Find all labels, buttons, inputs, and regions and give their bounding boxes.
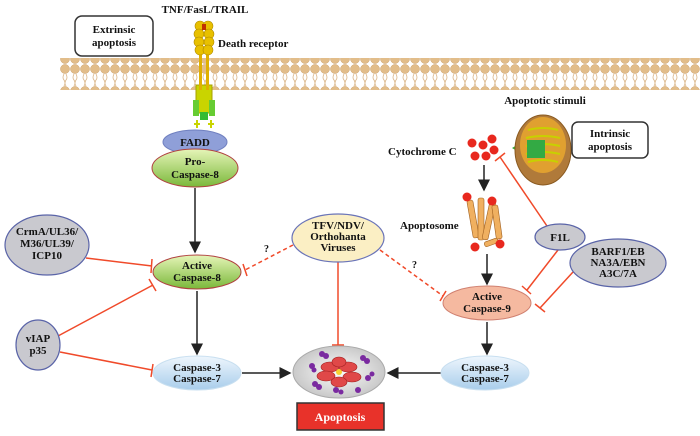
svg-text:Pro-Caspase-8: Pro-Caspase-8 xyxy=(171,156,219,181)
question-mark-2: ? xyxy=(412,260,417,271)
f1l-node xyxy=(534,223,586,251)
caspase37-left-node xyxy=(152,355,242,391)
active-caspase8-label-1: Active xyxy=(182,260,212,272)
death-receptor-label: Death receptor xyxy=(218,38,288,50)
caspase37-left-label-2: Caspase-7 xyxy=(173,373,221,385)
caspase37-right-node xyxy=(440,355,530,391)
viap-label-2: p35 xyxy=(29,345,47,357)
active-caspase9-label-2: Caspase-9 xyxy=(463,303,511,315)
tfv-label-2: Orthohanta xyxy=(310,231,366,243)
question-mark-1: ? xyxy=(264,244,269,255)
activation-arrows xyxy=(189,165,493,379)
crma-label-1: CrmA/UL36/ xyxy=(16,226,79,238)
pro-caspase8-label-1: Pro- xyxy=(185,156,206,168)
viap-label-1: vIAP xyxy=(26,333,51,345)
ligands-label: TNF/FasL/TRAIL xyxy=(162,4,249,16)
tfv-ndv-orthohanta-node xyxy=(291,213,385,263)
apoptotic-stimuli-label: Apoptotic stimuli xyxy=(504,95,586,107)
pro-caspase8-label-2: Caspase-8 xyxy=(171,169,219,181)
extrinsic-label-1: Extrinsic xyxy=(93,24,136,36)
inhibition-lines xyxy=(57,152,574,378)
caspase37-right-label-2: Caspase-7 xyxy=(461,373,509,385)
death-receptor-icon xyxy=(193,20,215,128)
barf1-label-2: NA3A/EBN xyxy=(590,257,645,269)
tfv-label-1: TFV/NDV/ xyxy=(312,220,365,232)
barf1-label-3: A3C/7A xyxy=(599,268,637,280)
cytochrome-c-icon xyxy=(467,134,499,161)
apoptotic-cell-icon xyxy=(292,345,386,399)
pro-caspase8-node xyxy=(151,148,239,188)
caspase37-right-label-1: Caspase-3 xyxy=(461,362,509,374)
intrinsic-apoptosis-box xyxy=(571,121,649,159)
extrinsic-apoptosis-box xyxy=(74,15,154,57)
active-caspase9-node xyxy=(442,285,532,321)
tfv-label-3: Viruses xyxy=(320,242,356,254)
apoptosis-label: Apoptosis xyxy=(315,410,366,424)
active-caspase8-node xyxy=(152,254,242,290)
intrinsic-label-2: apoptosis xyxy=(588,141,633,153)
crma-label-3: ICP10 xyxy=(32,250,62,262)
apoptosome-label: Apoptosome xyxy=(400,220,459,232)
viap-p35-node xyxy=(15,319,61,371)
caspase37-left-label-1: Caspase-3 xyxy=(173,362,221,374)
crma-node xyxy=(4,214,90,276)
fadd-label: FADD xyxy=(180,137,210,149)
f1l-label: F1L xyxy=(550,232,570,244)
intrinsic-label-1: Intrinsic xyxy=(590,128,630,140)
mitochondrion-icon xyxy=(514,114,572,186)
active-caspase9-label-1: Active xyxy=(472,291,502,303)
active-caspase8-label-2: Caspase-8 xyxy=(173,272,221,284)
barf1-node xyxy=(569,238,667,288)
extrinsic-label-2: apoptosis xyxy=(92,37,137,49)
crma-label-2: M36/UL39/ xyxy=(20,238,75,250)
apoptosis-box xyxy=(296,402,385,431)
cell-membrane xyxy=(60,58,700,90)
cytochrome-c-label: Cytochrome C xyxy=(388,146,457,158)
svg-text:CrmA/UL36/M36/UL39/ICP10: CrmA/UL36/M36/UL39/ICP10 xyxy=(16,226,79,262)
barf1-label-1: BARF1/EB xyxy=(591,246,645,258)
apoptosome-icon xyxy=(462,192,505,252)
